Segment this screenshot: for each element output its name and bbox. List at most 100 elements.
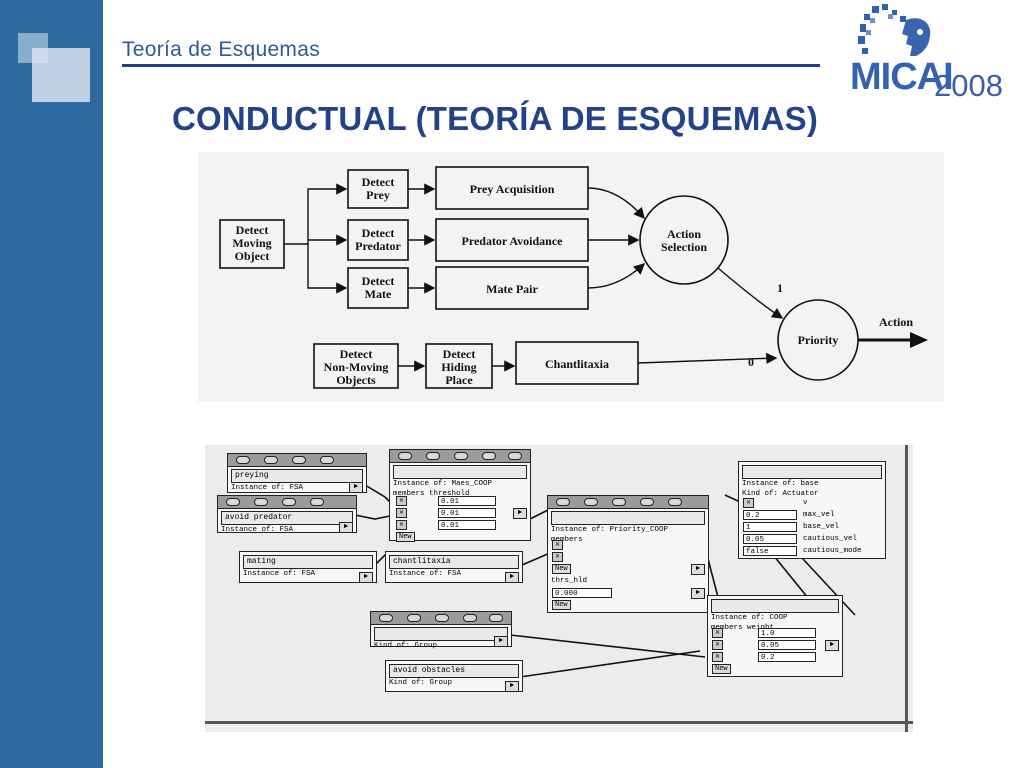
window-titlebar[interactable] (218, 496, 356, 509)
play-button[interactable]: ► (825, 640, 839, 651)
members-label: members (551, 536, 583, 544)
schema-instance: Instance of: base (742, 480, 819, 488)
schema-kind: Instance of: FSA (231, 484, 304, 492)
weight-field[interactable]: 0.05 (758, 640, 816, 650)
new-member-button[interactable]: New (552, 564, 571, 574)
header-rule (122, 64, 820, 67)
play-button[interactable]: ► (513, 508, 527, 519)
window-avoid-obstacles[interactable]: avoid obstacles Kind of: Group ► (385, 660, 523, 692)
play-button[interactable]: ► (505, 572, 519, 583)
play-button[interactable]: ► (349, 482, 363, 493)
param-field[interactable]: 0.2 (743, 510, 797, 520)
schema-kind: Kind of: Actuator (742, 490, 819, 498)
play-button[interactable]: ► (339, 522, 353, 533)
editor-screenshot: preying Instance of: FSA ► avoid predato… (205, 445, 913, 732)
param-label: cautious_mode (803, 547, 862, 555)
scrollbar[interactable] (905, 445, 908, 732)
label-priority: Priority (798, 333, 839, 347)
param-field[interactable]: 1 (743, 522, 797, 532)
new-member-button[interactable]: New (712, 664, 731, 674)
threshold-field[interactable]: 0.01 (438, 496, 496, 506)
weight-field[interactable]: 1.0 (758, 628, 816, 638)
schema-kind: Kind of: Group (374, 642, 438, 650)
param-label: max_vel (803, 511, 835, 519)
label-action: Action (879, 315, 913, 329)
slide-title: CONDUCTUAL (TEORÍA DE ESQUEMAS) (172, 100, 819, 137)
decor-square (32, 48, 90, 102)
play-button[interactable]: ► (691, 588, 705, 599)
play-button[interactable]: ► (691, 564, 705, 575)
window-chantlitaxia[interactable]: chantlitaxia Instance of: FSA ► (385, 551, 523, 583)
window-titlebar[interactable] (371, 612, 511, 625)
weight-field[interactable]: 0.2 (758, 652, 816, 662)
param-label-v: v (803, 499, 808, 507)
window-titlebar[interactable] (228, 454, 366, 467)
schema-kind: Instance of: COOP (711, 614, 788, 622)
new-button[interactable]: New (552, 600, 571, 610)
threshold-field[interactable]: 0.01 (438, 520, 496, 530)
window-titlebar[interactable] (548, 496, 708, 509)
window-mating[interactable]: mating Instance of: FSA ► (239, 551, 377, 583)
play-button[interactable]: ► (494, 636, 508, 647)
schema-name-field[interactable]: preying (231, 469, 363, 483)
window-coop[interactable]: Instance of: COOP members weight ✕ ✕ ✕ 1… (707, 595, 843, 677)
schema-kind: Instance of: FSA (221, 526, 294, 534)
member-connector[interactable]: ✕ (712, 652, 723, 662)
node-action-selection (639, 195, 729, 285)
param-label: cautious_vel (803, 535, 858, 543)
schema-name-field[interactable]: avoid obstacles (389, 664, 519, 678)
logo-year: 2008 (934, 68, 1003, 103)
label-prey-acquisition: Prey Acquisition (470, 182, 555, 196)
schema-kind: Instance of: Priority_COOP (551, 526, 669, 534)
window-priority-coop[interactable]: Instance of: Priority_COOP members ✕ ✕ N… (547, 495, 709, 613)
threshold-field[interactable]: 0.01 (438, 508, 496, 518)
member-connector[interactable]: ✕ (552, 540, 563, 550)
label-edge-0: 0 (748, 355, 754, 369)
member-connector[interactable]: ✕ (396, 508, 407, 518)
schema-name-field[interactable]: chantlitaxia (389, 555, 519, 569)
label-predator-avoidance: Predator Avoidance (462, 234, 564, 248)
play-button[interactable]: ► (359, 572, 373, 583)
window-maes-coop[interactable]: Instance of: Maes_COOP members threshold… (389, 449, 531, 542)
play-button[interactable]: ► (505, 681, 519, 692)
schema-name-field[interactable] (711, 599, 839, 613)
window-preying[interactable]: preying Instance of: FSA ► (227, 453, 367, 493)
member-connector[interactable]: ✕ (396, 520, 407, 530)
members-header: members weight (711, 624, 775, 632)
member-connector[interactable]: ✕ (396, 496, 407, 506)
schema-name-field[interactable] (742, 465, 882, 479)
thrs-hld-field[interactable]: 0.000 (552, 588, 612, 598)
scrollbar-horizontal[interactable] (205, 721, 913, 724)
schema-name-field[interactable] (393, 465, 527, 479)
member-connector[interactable]: ✕ (712, 640, 723, 650)
schema-name-field[interactable] (551, 511, 705, 525)
member-connector[interactable]: ✕ (552, 552, 563, 562)
sidebar (0, 0, 103, 768)
schema-kind: Instance of: Maes_COOP (393, 480, 493, 488)
member-connector[interactable]: ✕ (712, 628, 723, 638)
label-edge-1: 1 (777, 281, 783, 295)
new-member-button[interactable]: New (396, 532, 415, 542)
member-connector[interactable]: ✕ (743, 498, 754, 508)
section-title: Teoría de Esquemas (122, 38, 321, 61)
window-group[interactable]: Kind of: Group ► (370, 611, 512, 650)
param-field[interactable]: 0.05 (743, 534, 797, 544)
param-label: base_vel (803, 523, 840, 531)
window-titlebar[interactable] (390, 450, 530, 463)
schema-name-field[interactable]: avoid predator (221, 511, 353, 525)
schema-name-field[interactable]: mating (243, 555, 373, 569)
schema-name-field[interactable] (374, 627, 508, 641)
param-field[interactable]: false (743, 546, 797, 556)
window-avoid-predator[interactable]: avoid predator Instance of: FSA ► (217, 495, 357, 534)
micai-logo: MICAI 2008 (836, 0, 1016, 106)
window-base-actuator[interactable]: Instance of: base Kind of: Actuator ✕ v … (738, 461, 886, 559)
